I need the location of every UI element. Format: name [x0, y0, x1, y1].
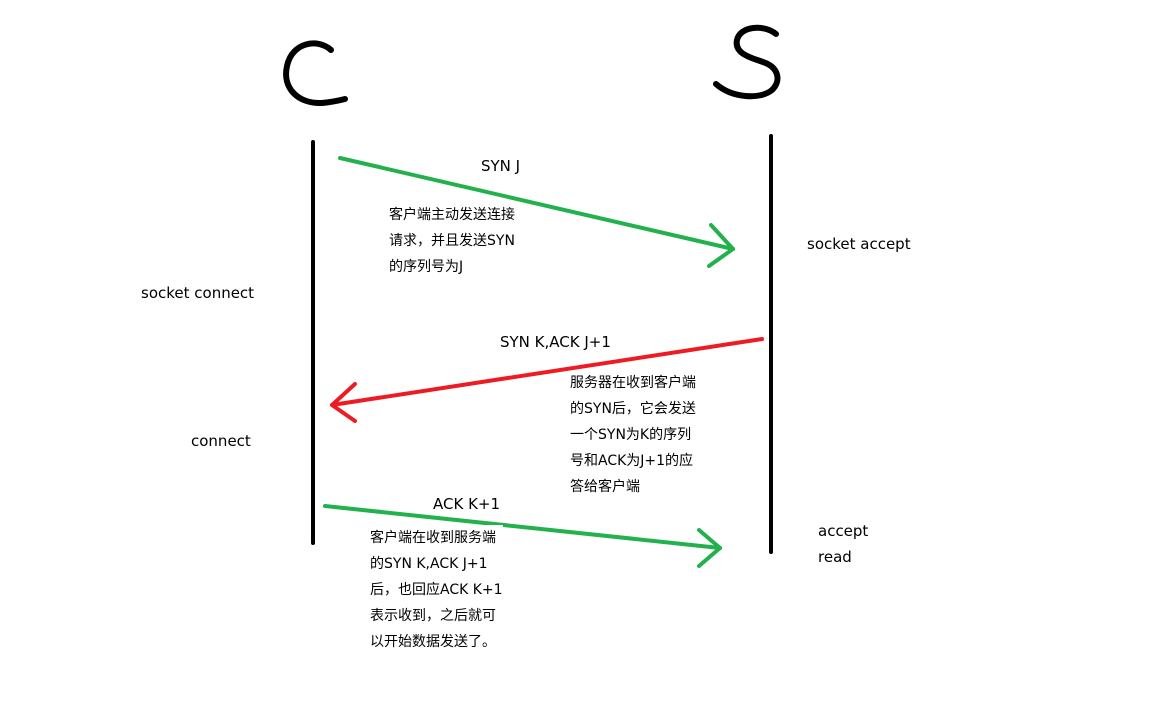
syn-arrow	[338, 156, 735, 268]
note-line: 表示收到，之后就可	[370, 608, 496, 624]
client-label-connect: connect	[191, 432, 251, 450]
note-line: 客户端在收到服务端	[370, 530, 496, 546]
note-line: 一个SYN为K的序列	[570, 427, 692, 443]
note-line: 后，也回应ACK K+1	[370, 582, 503, 598]
client-label-socket-connect: socket connect	[141, 284, 255, 302]
note-line: 请求，并且发送SYN	[389, 233, 515, 249]
note-line: 服务器在收到客户端	[570, 375, 696, 391]
ack-label: ACK K+1	[433, 495, 501, 513]
syn-note: 客户端主动发送连接 请求，并且发送SYN 的序列号为J	[389, 202, 515, 280]
server-letter-s	[713, 24, 781, 100]
syn-ack-label: SYN K,ACK J+1	[500, 333, 611, 351]
server-label-accept: accept	[818, 522, 869, 540]
syn-label: SYN J	[481, 157, 521, 175]
ack-note: 客户端在收到服务端 的SYN K,ACK J+1 后，也回应ACK K+1 表示…	[370, 525, 503, 655]
note-line: 答给客户端	[570, 479, 640, 495]
syn-ack-arrow	[330, 337, 764, 423]
server-label-read: read	[818, 548, 852, 566]
note-line: 的SYN后，它会发送	[570, 401, 696, 417]
note-line: 以开始数据发送了。	[370, 634, 496, 650]
note-line: 的SYN K,ACK J+1	[370, 556, 488, 572]
syn-ack-note: 服务器在收到客户端 的SYN后，它会发送 一个SYN为K的序列 号和ACK为J+…	[570, 370, 696, 500]
note-line: 号和ACK为J+1的应	[570, 453, 694, 469]
note-line: 的序列号为J	[389, 259, 464, 275]
client-letter-c	[283, 40, 348, 107]
ack-arrow	[323, 504, 722, 568]
note-line: 客户端主动发送连接	[389, 207, 515, 223]
server-label-socket-accept: socket accept	[807, 235, 911, 253]
